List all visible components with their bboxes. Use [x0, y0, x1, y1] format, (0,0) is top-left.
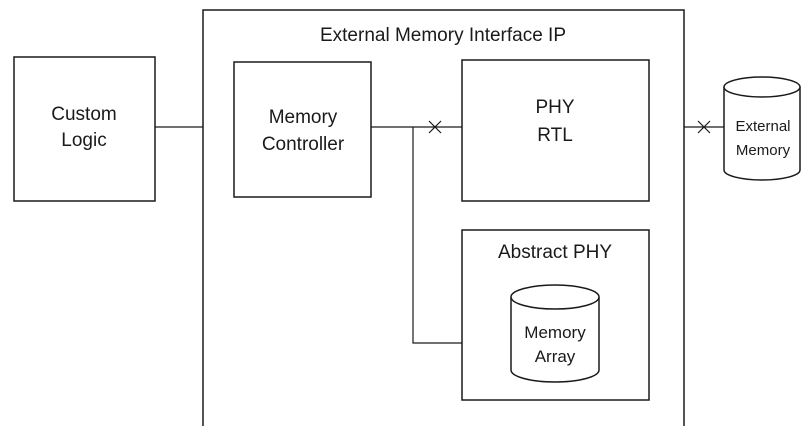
memory-controller-label-line1: Memory — [269, 107, 338, 128]
external-memory-label-line1: External — [735, 118, 790, 135]
bus-crossmark — [428, 120, 442, 134]
link-crossmark — [697, 120, 711, 134]
memory-array-label-line2: Array — [535, 347, 576, 366]
external-memory-label-line2: Memory — [736, 142, 791, 159]
memory-array-cylinder: Memory Array — [510, 284, 600, 383]
external-memory-cylinder: External Memory — [723, 76, 801, 181]
controller-phy-bus — [371, 120, 462, 344]
emif-ip-title: External Memory Interface IP — [320, 25, 566, 46]
memory-controller-block: Memory Controller — [233, 61, 372, 198]
abstract-phy-title: Abstract PHY — [498, 242, 612, 263]
custom-logic-label-line2: Logic — [61, 130, 106, 151]
memory-array-label-line1: Memory — [524, 323, 586, 342]
emif-ip-block: External Memory Interface IP — [202, 9, 685, 426]
abstract-phy-branch — [412, 127, 462, 344]
custom-logic-block: Custom Logic — [13, 56, 156, 202]
phy-rtl-label-line2: RTL — [537, 125, 573, 146]
phy-rtl-block: PHY RTL — [461, 59, 650, 202]
custom-logic-label-line1: Custom — [51, 104, 116, 125]
memory-controller-label-line2: Controller — [262, 134, 345, 155]
phy-rtl-label-line1: PHY — [535, 97, 574, 118]
external-memory-link — [684, 120, 724, 134]
